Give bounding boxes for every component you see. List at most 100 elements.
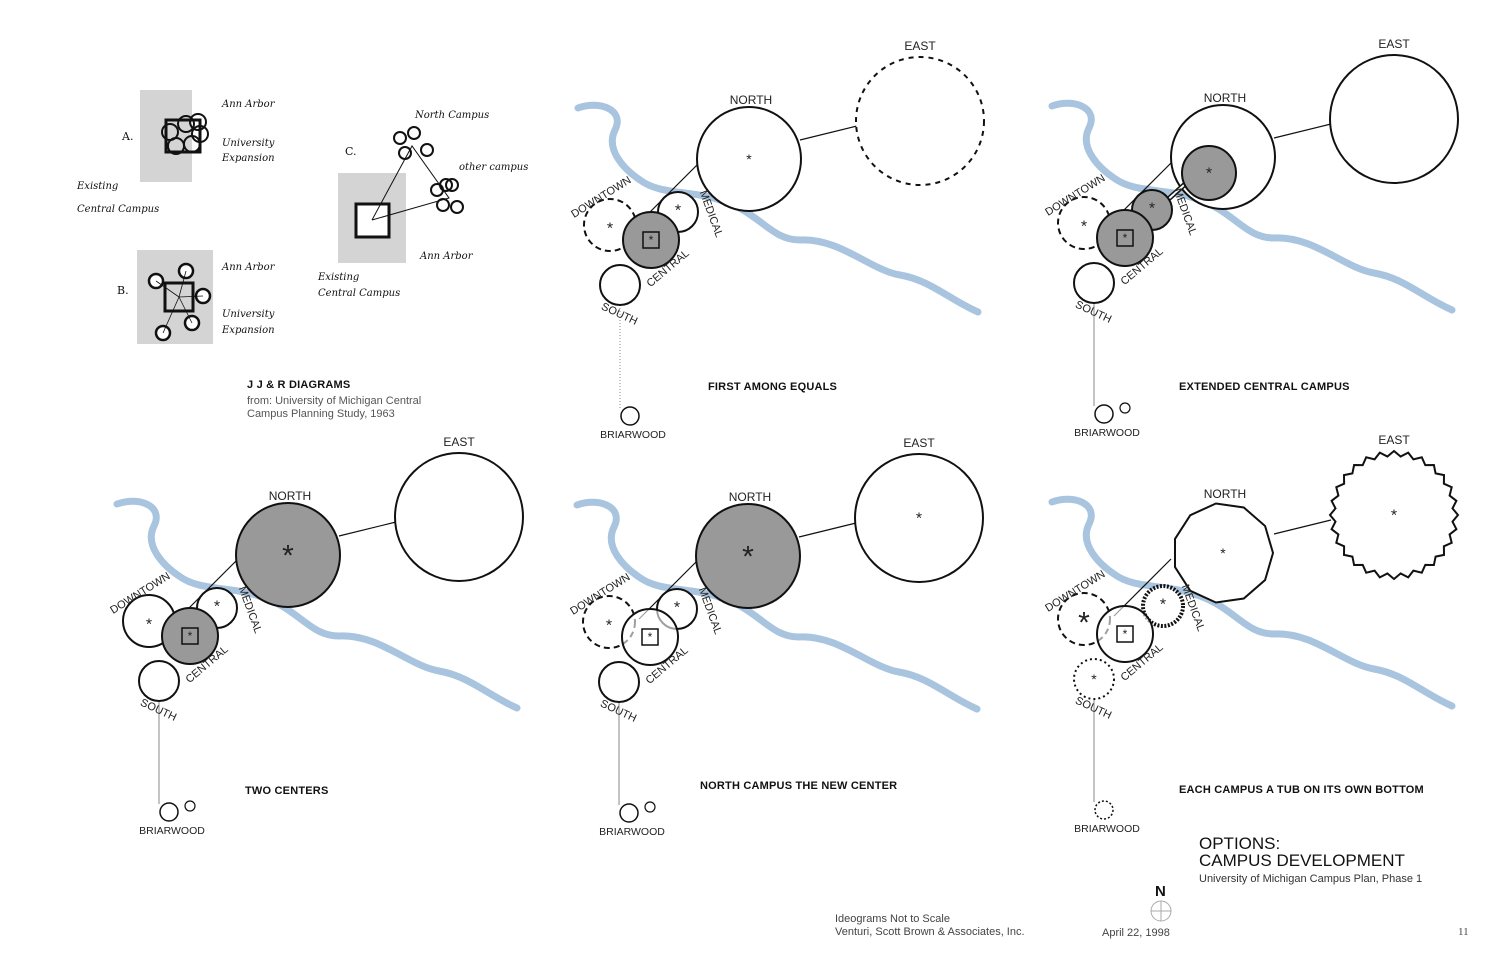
briarwood-small-circle <box>184 800 196 812</box>
label-north: NORTH <box>730 93 772 107</box>
connector-line <box>798 522 857 538</box>
caption-two-centers: TWO CENTERS <box>245 785 329 797</box>
label-briarwood: BRIARWOOD <box>599 826 665 838</box>
connector-line <box>338 521 397 537</box>
label-exp-b: Expansion <box>222 325 275 336</box>
central-square-icon <box>1116 625 1134 643</box>
label-univ-a: University <box>222 138 275 149</box>
briarwood-circle <box>619 803 639 823</box>
medical-star-icon: * <box>1160 597 1166 614</box>
downtown-star-icon: * <box>146 617 152 634</box>
label-a: A. <box>122 130 134 143</box>
east-campus-circle <box>394 452 524 582</box>
sheet-title: OPTIONS: CAMPUS DEVELOPMENT <box>1199 835 1405 869</box>
south-circle <box>1073 658 1115 700</box>
connector-lines-c <box>371 145 450 221</box>
east-star-icon: * <box>1391 508 1397 525</box>
label-briarwood: BRIARWOOD <box>1074 427 1140 439</box>
footer-date: April 22, 1998 <box>1102 927 1170 939</box>
north-star-icon: * <box>282 540 294 573</box>
central-square-icon <box>641 628 659 646</box>
label-existing-c1: Existing <box>318 272 360 283</box>
caption-extended-central: EXTENDED CENTRAL CAMPUS <box>1179 381 1350 393</box>
campus-circle-c <box>420 143 434 157</box>
footer-note: Ideograms Not to Scale <box>835 913 950 925</box>
north-label: N <box>1155 883 1166 900</box>
north-campus-circle <box>696 106 802 212</box>
campus-panel-5 <box>1048 495 1456 820</box>
title-line1: OPTIONS: <box>1199 834 1281 853</box>
east-campus-circle <box>855 56 985 186</box>
caption-each-tub: EACH CAMPUS A TUB ON ITS OWN BOTTOM <box>1179 784 1424 796</box>
briarwood-circle <box>620 406 640 426</box>
title-line2: CAMPUS DEVELOPMENT <box>1199 851 1405 870</box>
central-campus-circle <box>622 211 680 269</box>
expansion-circle-a <box>189 113 207 131</box>
south-circle <box>1073 262 1115 304</box>
briarwood-circle <box>1094 404 1114 424</box>
north-star-icon: * <box>742 541 754 574</box>
central-square-a <box>164 118 202 154</box>
label-east: EAST <box>903 436 935 450</box>
central-star-icon: * <box>1123 627 1128 641</box>
label-ann-arbor-c: Ann Arbor <box>420 251 473 262</box>
central-square-c <box>354 202 391 239</box>
central-square-b <box>163 281 195 313</box>
south-circle <box>598 661 640 703</box>
connector-line <box>799 125 858 141</box>
north-campus-circle <box>235 502 341 608</box>
south-circle <box>138 660 180 702</box>
campus-circle-c <box>445 178 459 192</box>
campus-circle-c <box>393 131 407 145</box>
connector-line <box>178 296 193 324</box>
label-exp-a: Expansion <box>222 153 275 164</box>
east-campus-circle <box>1329 54 1459 184</box>
footer-firm: Venturi, Scott Brown & Associates, Inc. <box>835 926 1025 938</box>
label-briarwood: BRIARWOOD <box>1074 823 1140 835</box>
label-b: B. <box>117 284 129 297</box>
central-campus-circle <box>1096 605 1154 663</box>
connector-line <box>162 296 180 334</box>
label-east: EAST <box>904 39 936 53</box>
east-campus-circle <box>854 453 984 583</box>
label-briarwood: BRIARWOOD <box>139 825 205 837</box>
east-campus-circle <box>1328 449 1460 581</box>
north-star-icon: * <box>1220 545 1226 561</box>
label-north: NORTH <box>1204 487 1246 501</box>
extension-star-icon: * <box>1206 166 1212 183</box>
medical-circle <box>1141 584 1185 628</box>
footer-credits: Ideograms Not to Scale Venturi, Scott Br… <box>835 913 1025 939</box>
downtown-star-icon: * <box>1078 607 1090 640</box>
north-campus-circle <box>1174 502 1275 604</box>
medical-star-icon: * <box>674 600 680 617</box>
jjr-source: from: University of Michigan Central Cam… <box>247 395 421 421</box>
expansion-circle-a <box>191 125 209 143</box>
label-univ-b: University <box>222 309 275 320</box>
central-square-icon <box>181 627 199 645</box>
campus-circle-c <box>450 200 464 214</box>
central-square-icon <box>642 231 660 249</box>
jjr-title: J J & R DIAGRAMS <box>247 379 351 391</box>
central-star-icon: * <box>649 233 654 247</box>
jjr-source-line2: Campus Planning Study, 1963 <box>247 408 395 420</box>
label-existing-2: Central Campus <box>77 204 160 215</box>
campus-circle-c <box>407 126 421 140</box>
label-other-campus: other campus <box>459 162 529 173</box>
south-circle <box>599 264 641 306</box>
connector-line <box>178 295 204 298</box>
caption-north-new-center: NORTH CAMPUS THE NEW CENTER <box>700 780 898 792</box>
label-north: NORTH <box>269 489 311 503</box>
campus-circle-c <box>436 198 450 212</box>
label-east: EAST <box>443 435 475 449</box>
campus-panel-1 <box>574 56 985 426</box>
north-central-extension <box>1181 145 1237 201</box>
medical-star-icon: * <box>214 599 220 616</box>
south-star-icon: * <box>1091 671 1097 687</box>
label-north: NORTH <box>729 490 771 504</box>
central-campus-circle <box>621 608 679 666</box>
north-star-icon: * <box>746 151 752 167</box>
jjr-source-line1: from: University of Michigan Central <box>247 395 422 407</box>
page-number: 11 <box>1458 926 1469 938</box>
label-north: NORTH <box>1204 91 1246 105</box>
label-east: EAST <box>1378 37 1410 51</box>
